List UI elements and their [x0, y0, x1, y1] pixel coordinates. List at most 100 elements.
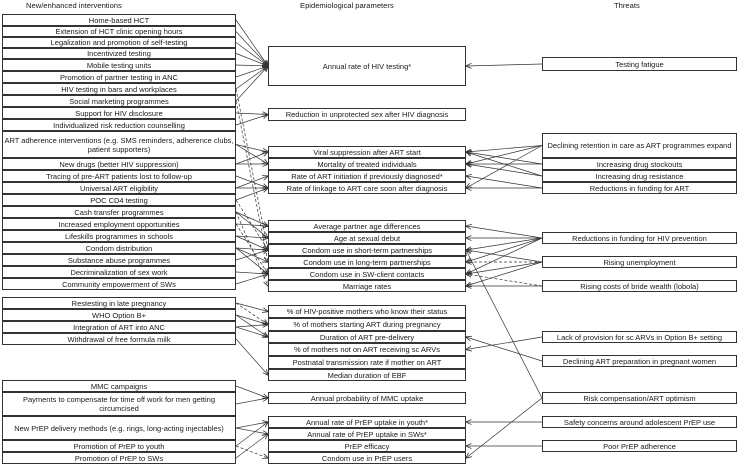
parameter-box: Rate of linkage to ART care soon after d… [268, 182, 466, 194]
parameter-label: Marriage rates [342, 281, 392, 291]
intervention-box: Increased employment opportunities [2, 218, 236, 230]
positive-effect-arrow [235, 274, 268, 285]
parameter-box: Reduction in unprotected sex after HIV d… [268, 108, 466, 121]
positive-effect-arrow [466, 152, 543, 177]
threat-label: Reductions in funding for HIV prevention [572, 233, 707, 243]
positive-effect-arrow [235, 422, 268, 429]
positive-effect-arrow [466, 226, 543, 239]
positive-effect-arrow [235, 42, 268, 67]
negative-effect-arrow [235, 211, 268, 286]
threat-box: Risk compensation/ART optimism [542, 392, 737, 404]
positive-effect-arrow [466, 145, 543, 189]
positive-effect-arrow [235, 326, 268, 337]
positive-effect-arrow [235, 427, 268, 434]
parameter-box: Condom use in short-term partnerships [268, 244, 466, 256]
intervention-label: Tracing of pre-ART patients lost to foll… [46, 171, 192, 181]
positive-effect-arrow [466, 237, 543, 250]
parameter-label: Annual rate of PrEP uptake in youth* [305, 417, 429, 427]
parameter-label: Annual probability of MMC uptake [310, 393, 424, 403]
positive-effect-arrow [235, 144, 268, 165]
parameter-box: Average partner age differences [268, 220, 466, 232]
intervention-label: MMC campaigns [90, 381, 148, 391]
intervention-label: Legalization and promotion of self-testi… [50, 38, 188, 47]
header-parameters: Epidemiological parameters [300, 1, 394, 10]
parameter-label: % of HIV-positive mothers who know their… [286, 307, 448, 316]
threat-box: Poor PrEP adherence [542, 440, 737, 452]
intervention-box: Mobile testing units [2, 59, 236, 71]
parameter-box: Annual probability of MMC uptake [268, 392, 466, 404]
threat-box: Testing fatigue [542, 57, 737, 71]
positive-effect-arrow [235, 250, 268, 261]
intervention-label: Universal ART eligibility [79, 183, 159, 193]
header-interventions: New/enhanced interventions [26, 1, 122, 10]
intervention-label: Support for HIV disclosure [75, 108, 163, 118]
positive-effect-arrow [235, 175, 268, 188]
threat-label: Increasing drug resistance [595, 171, 684, 181]
threat-box: Rising unemployment [542, 256, 737, 268]
positive-effect-arrow [466, 337, 543, 362]
positive-effect-arrow [235, 422, 268, 447]
threat-label: Rising costs of bride wealth (lobola) [580, 281, 699, 291]
intervention-label: Extension of HCT clinic opening hours [55, 27, 183, 36]
intervention-box: WHO Option B+ [2, 309, 236, 321]
parameter-label: Median duration of EBF [327, 370, 407, 380]
positive-effect-arrow [235, 65, 268, 66]
positive-effect-arrow [235, 398, 268, 405]
intervention-box: Cash transfer programmes [2, 206, 236, 218]
intervention-box: Community empowerment of SWs [2, 278, 236, 290]
intervention-box: Incentivized testing [2, 48, 236, 59]
intervention-label: New drugs (better HIV suppression) [59, 159, 179, 169]
threat-box: Reductions in funding for HIV prevention [542, 232, 737, 244]
negative-effect-arrow [235, 199, 268, 250]
parameter-box: Duration of ART pre-delivery [268, 331, 466, 343]
positive-effect-arrow [466, 250, 543, 399]
positive-effect-arrow [235, 66, 268, 90]
intervention-box: Promotion of PrEP to SWs [2, 452, 236, 464]
positive-effect-arrow [466, 237, 543, 274]
parameter-box: Marriage rates [268, 280, 466, 292]
positive-effect-arrow [235, 247, 268, 262]
positive-effect-arrow [466, 261, 543, 286]
threat-box: Rising costs of bride wealth (lobola) [542, 280, 737, 292]
negative-effect-arrow [235, 88, 268, 250]
negative-effect-arrow [235, 223, 268, 274]
parameter-label: Rate of linkage to ART care soon after d… [286, 183, 448, 193]
positive-effect-arrow [466, 64, 543, 66]
positive-effect-arrow [235, 19, 268, 66]
parameter-label: Mortality of treated individuals [317, 159, 417, 169]
intervention-box: HIV testing in bars and workplaces [2, 83, 236, 95]
positive-effect-arrow [466, 164, 543, 177]
intervention-box: Extension of HCT clinic opening hours [2, 26, 236, 37]
intervention-box: Home-based HCT [2, 14, 236, 26]
intervention-box: Social marketing programmes [2, 95, 236, 107]
intervention-label: Decriminalization of sex work [70, 267, 168, 277]
parameter-label: Rate of ART initiation if previously dia… [291, 171, 443, 181]
intervention-box: Lifeskills programmes in schools [2, 230, 236, 242]
intervention-label: Condom distribution [85, 243, 153, 253]
positive-effect-arrow [466, 250, 543, 263]
intervention-label: Lifeskills programmes in schools [65, 231, 173, 241]
threat-label: Reductions in funding for ART [589, 183, 690, 193]
threat-box: Increasing drug resistance [542, 170, 737, 182]
parameter-label: % of mothers not on ART receiving sc ARV… [294, 345, 440, 354]
threat-label: Rising unemployment [603, 257, 676, 267]
threat-label: Safety concerns around adolescent PrEP u… [563, 417, 716, 427]
parameter-box: Median duration of EBF [268, 369, 466, 381]
parameter-label: % of mothers starting ART during pregnan… [293, 320, 441, 329]
threat-label: Lack of provision for sc ARVs in Option … [556, 332, 723, 342]
parameter-box: Annual rate of HIV testing* [268, 46, 466, 86]
threat-box: Safety concerns around adolescent PrEP u… [542, 416, 737, 428]
intervention-label: Promotion of PrEP to SWs [74, 453, 164, 463]
parameter-label: Viral suppression after ART start [313, 147, 421, 157]
threat-label: Risk compensation/ART optimism [583, 393, 696, 403]
intervention-box: ART adherence interventions (e.g. SMS re… [2, 131, 236, 158]
positive-effect-arrow [235, 272, 268, 274]
intervention-box: Universal ART eligibility [2, 182, 236, 194]
intervention-label: Promotion of PrEP to youth [73, 441, 165, 451]
positive-effect-arrow [235, 434, 268, 459]
parameter-box: Annual rate of PrEP uptake in SWs* [268, 428, 466, 440]
threat-box: Lack of provision for sc ARVs in Option … [542, 331, 737, 343]
intervention-box: Tracing of pre-ART patients lost to foll… [2, 170, 236, 182]
negative-effect-arrow [235, 302, 268, 325]
